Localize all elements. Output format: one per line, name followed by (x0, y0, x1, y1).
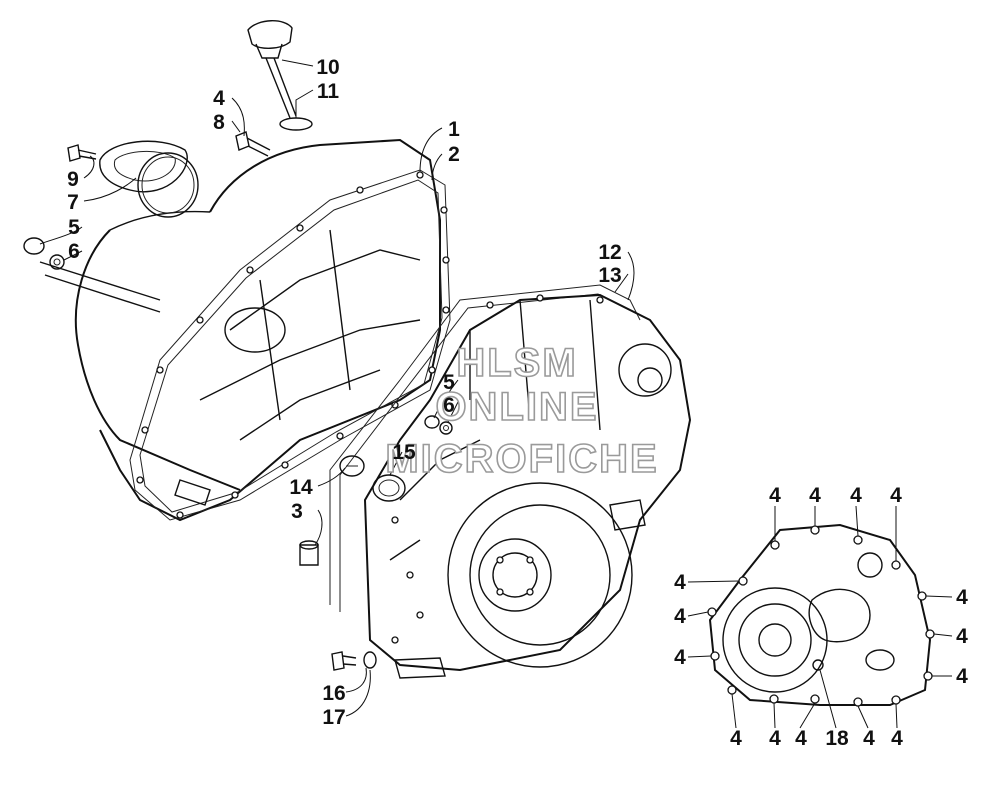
callout-12: 12 (598, 241, 621, 264)
inset-callout-4: 4 (863, 727, 875, 750)
callout-15: 15 (392, 441, 416, 464)
callout-13: 13 (598, 264, 621, 287)
inset-callout-4: 4 (674, 646, 686, 669)
callout-18: 18 (825, 727, 849, 750)
inset-callout-4: 4 (956, 625, 968, 648)
inset-callout-4: 4 (795, 727, 807, 750)
watermark-line-3: MICROFICHE (385, 437, 658, 481)
inset-callout-4: 4 (809, 484, 821, 507)
callout-2: 2 (448, 143, 460, 166)
callout-5-left: 5 (68, 216, 80, 239)
callout-8: 8 (213, 111, 225, 134)
inset-callout-4: 4 (890, 484, 902, 507)
callout-labels: 10 11 4 8 9 7 5 6 1 2 12 13 5 6 15 14 3 … (67, 56, 968, 750)
watermark-line-1: HLSM (456, 341, 577, 385)
callout-1: 1 (448, 118, 460, 141)
clutch-cover-assembly (39, 138, 451, 522)
leader-lines (39, 59, 953, 729)
callout-14: 14 (289, 476, 313, 499)
bolt-4-8 (235, 131, 271, 157)
inset-callout-4: 4 (850, 484, 862, 507)
callout-16: 16 (322, 682, 345, 705)
inset-callout-4: 4 (956, 665, 968, 688)
inspection-cover (99, 140, 199, 218)
watermark-line-2: ONLINE (435, 385, 598, 429)
inset-callout-4: 4 (674, 605, 686, 628)
callout-17: 17 (322, 706, 345, 729)
inset-callout-4: 4 (891, 727, 903, 750)
plug-14 (339, 455, 365, 477)
seal-15 (372, 474, 406, 502)
inset-callout-4: 4 (956, 586, 968, 609)
callout-7: 7 (67, 191, 79, 214)
inset-callout-4: 4 (769, 727, 781, 750)
callout-9: 9 (67, 168, 79, 191)
inset-callout-4: 4 (730, 727, 742, 750)
watermark: HLSM ONLINE MICROFICHE (385, 340, 658, 482)
bolt-9 (67, 144, 97, 162)
inset-callout-4: 4 (674, 571, 686, 594)
callout-6-center: 6 (443, 394, 455, 417)
inset-cover-view (707, 523, 935, 707)
callout-11: 11 (317, 80, 340, 103)
bolt-16-17 (331, 651, 377, 671)
callout-4-top: 4 (213, 87, 225, 110)
callout-10: 10 (316, 56, 339, 79)
callout-3: 3 (291, 500, 303, 523)
callout-6-left: 6 (68, 240, 80, 263)
inset-callout-4: 4 (769, 484, 781, 507)
drain-plug-left (23, 237, 65, 270)
dowel-3 (299, 540, 319, 566)
gasket-bolt-holes (136, 171, 450, 519)
dipstick (247, 20, 313, 131)
callout-5-center: 5 (443, 371, 455, 394)
crankcase-assembly (329, 284, 692, 679)
plug-center (424, 415, 453, 435)
